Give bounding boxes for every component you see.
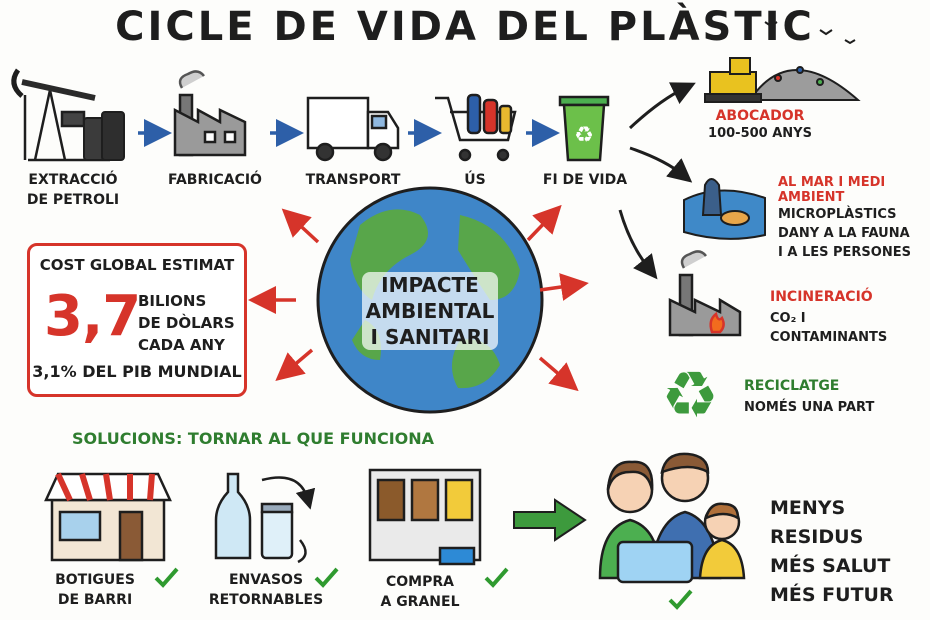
dest-sea-line-1: MICROPLÀSTICS [778,207,897,222]
cost-desc-line-1: BILIONS [138,292,207,310]
solution-bulk-line-1: COMPRA [386,574,454,590]
solution-returnable-label: ENVASOS RETORNABLES [206,570,326,610]
stage-extraction-line-1: EXTRACCIÓ [28,172,118,188]
impact-line-3: I SANITARI [370,325,490,349]
oil-pump-icon [11,68,110,162]
oil-barrels-icon [83,111,125,161]
cost-box: COST GLOBAL ESTIMAT 3,7 BILIONS DE DÒLAR… [27,243,247,397]
impact-label: IMPACTE AMBIENTAL I SANITARI [362,272,498,350]
cost-desc-line-2: DE DÒLARS [138,314,235,332]
dest-landfill-line: 100-500 ANYS [708,126,812,141]
returnable-bottles-icon [214,472,316,564]
dest-sea: AL MAR I MEDI AMBIENT MICROPLÀSTICS DANY… [778,175,928,262]
solution-bulk-line-2: A GRANEL [380,594,460,610]
green-arrow [513,498,587,542]
solution-shops-line-2: DE BARRI [57,592,133,608]
bulk-dispenser-icon [368,468,482,566]
stage-extraction-line-2: DE PETROLI [26,192,120,208]
cost-gdp: 3,1% DEL PIB MUNDIAL [32,362,242,381]
outcome-line-1: MENYS RESIDUS [770,497,864,548]
page-title: CICLE DE VIDA DEL PLÀSTIC [115,4,815,50]
cost-value: 3,7 [44,284,141,349]
dest-recycling: RECICLATGE NOMÉS UNA PART [744,378,914,417]
factory-icon [173,70,247,157]
incinerator-icon [668,250,742,337]
solution-shops-line-1: BOTIGUES [55,572,135,588]
solutions-title: SOLUCIONS: TORNAR AL QUE FUNCIONA [72,429,435,448]
dest-recycling-title: RECICLATGE [744,378,840,394]
landfill-icon [704,21,861,103]
destination-arrows [618,82,696,280]
stage-use-label: ÚS [464,172,486,188]
solution-bulk-label: COMPRA A GRANEL [370,572,470,612]
dest-incineration-title: INCINERACIÓ [770,289,873,305]
dest-sea-line-2: DANY A LA FAUNA [778,226,910,241]
dest-sea-title: AL MAR I MEDI AMBIENT [778,175,886,205]
check-marks [154,567,693,610]
stage-extraction-label: EXTRACCIÓ DE PETROLI [18,170,128,210]
ocean-pollution-icon [683,178,766,240]
solution-returnable-line-2: RETORNABLES [208,592,324,608]
cost-heading: COST GLOBAL ESTIMAT [39,256,235,274]
solution-returnable-line-1: ENVASOS [228,572,304,588]
dest-landfill-title: ABOCADOR [715,108,805,124]
solution-shops-label: BOTIGUES DE BARRI [40,570,150,610]
recycling-bin-icon: ♻ [558,95,610,162]
dest-sea-line-3: I A LES PERSONES [778,245,911,260]
neighborhood-shop-icon [44,472,172,562]
cost-description: BILIONS DE DÒLARS CADA ANY [138,290,235,356]
stage-transport-label: TRANSPORT [305,172,401,188]
dest-incineration-line: CO₂ I CONTAMINANTS [770,311,888,345]
cost-desc-line-3: CADA ANY [138,336,225,354]
outcome-line-3: MÉS FUTUR [770,584,894,606]
impact-line-2: AMBIENTAL [365,299,495,323]
outcome-list: MENYS RESIDUS MÉS SALUT MÉS FUTUR [770,494,930,610]
dest-incineration: INCINERACIÓ CO₂ I CONTAMINANTS [770,289,920,347]
dest-recycling-line: NOMÉS UNA PART [744,400,875,415]
recycling-symbol-icon: ♻ [661,359,718,433]
stage-manufacturing-label: FABRICACIÓ [168,172,262,188]
outcome-line-2: MÉS SALUT [770,555,891,577]
stage-end-of-life-label: FI DE VIDA [542,172,628,188]
impact-arrows [248,204,589,392]
svg-text:♻: ♻ [661,359,718,433]
dest-landfill: ABOCADOR 100-500 ANYS [690,108,830,143]
svg-text:♻: ♻ [574,123,594,148]
family-illustration [598,452,746,584]
impact-line-1: IMPACTE [381,273,479,297]
shopping-cart-icon [435,93,517,162]
truck-icon [306,96,400,162]
